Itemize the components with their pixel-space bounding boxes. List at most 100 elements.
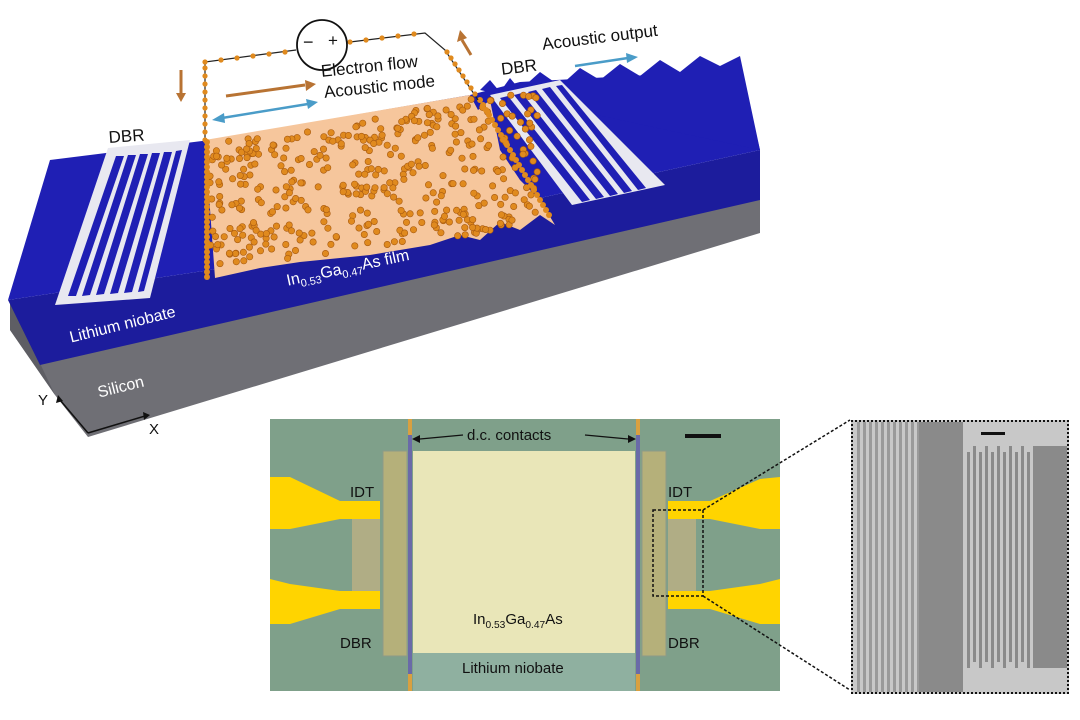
electron <box>309 238 317 246</box>
electron <box>268 208 276 216</box>
dbr-stripe <box>887 422 890 692</box>
right-idt-block <box>668 519 696 591</box>
electron <box>204 159 210 165</box>
dbr-stripe <box>893 422 896 692</box>
electron <box>204 194 210 200</box>
electron <box>344 132 352 140</box>
electron <box>424 181 432 189</box>
electron <box>495 127 501 133</box>
electron <box>223 154 231 162</box>
electron <box>324 164 332 172</box>
electron <box>409 169 417 177</box>
electron <box>371 184 379 192</box>
electron <box>295 229 303 237</box>
electron <box>532 94 540 102</box>
electron <box>457 129 465 137</box>
electron <box>543 207 549 213</box>
electron <box>461 231 469 239</box>
electron <box>459 210 467 218</box>
optical-micrograph: d.c. contacts IDT IDT DBR DBR In0.53Ga0.… <box>270 419 780 691</box>
wire-electron <box>202 121 208 127</box>
electron <box>240 165 248 173</box>
electron <box>316 151 324 159</box>
electron <box>397 152 405 160</box>
electron <box>478 167 486 175</box>
electron <box>282 144 290 152</box>
idt-finger <box>985 446 988 662</box>
electron <box>506 127 514 135</box>
electron <box>406 210 414 218</box>
electron <box>416 209 424 217</box>
electron <box>319 145 327 153</box>
electron <box>421 162 429 170</box>
electron <box>501 193 509 201</box>
axis-y-label: Y <box>38 392 49 409</box>
left-dc-contact <box>408 419 412 691</box>
electron <box>216 260 224 268</box>
dbr-stripe <box>869 422 872 692</box>
dbr-stripe <box>899 422 902 692</box>
electron <box>386 151 394 159</box>
electron <box>452 122 460 130</box>
source-minus-sign: − <box>303 32 314 52</box>
electron <box>400 175 408 183</box>
dbr-stripe <box>911 422 914 692</box>
electron <box>327 240 335 248</box>
electron <box>422 194 430 202</box>
dbr-stripe <box>881 422 884 692</box>
wire-electron <box>282 49 288 55</box>
electron <box>525 136 533 144</box>
electron <box>208 213 216 221</box>
electron <box>519 150 527 158</box>
electron <box>380 167 388 175</box>
wire-electron <box>202 73 208 79</box>
electron <box>531 175 539 183</box>
electron <box>204 249 210 255</box>
right-dc-contact <box>636 419 640 691</box>
wire-electron <box>347 39 353 45</box>
electron <box>359 119 367 127</box>
electron <box>216 193 224 201</box>
electron <box>204 164 210 170</box>
electron <box>501 137 507 143</box>
electron <box>236 155 244 163</box>
sem-scale-bar <box>981 432 1005 435</box>
electron <box>236 172 244 180</box>
substrate-label: Lithium niobate <box>462 660 564 677</box>
electron <box>297 179 305 187</box>
electron <box>477 97 483 103</box>
electron <box>320 218 328 226</box>
electron <box>423 119 431 127</box>
electron <box>240 257 248 265</box>
electron <box>469 152 477 160</box>
left-lower-gold-pad <box>270 579 380 624</box>
electron <box>531 208 539 216</box>
electron <box>236 225 244 233</box>
electron-up-arrow <box>457 30 473 56</box>
electron <box>288 178 296 186</box>
wire-electron <box>444 49 450 55</box>
electron <box>507 147 513 153</box>
electron <box>461 165 469 173</box>
electron <box>322 154 330 162</box>
electron <box>383 190 391 198</box>
electron <box>204 189 210 195</box>
wire-electron <box>379 35 385 41</box>
electron <box>272 222 280 230</box>
electron <box>380 184 388 192</box>
electron <box>277 162 285 170</box>
electron <box>531 187 537 193</box>
electron <box>287 227 295 235</box>
acoustic-output-arrow <box>574 53 638 68</box>
wire-electron <box>472 91 478 97</box>
electron <box>220 233 228 241</box>
electron <box>280 154 288 162</box>
electron <box>497 114 505 122</box>
electron <box>454 232 462 240</box>
electron <box>533 112 541 120</box>
electron <box>257 199 265 207</box>
electron <box>254 185 262 193</box>
electron <box>528 182 534 188</box>
electron <box>349 161 357 169</box>
electron <box>204 174 210 180</box>
